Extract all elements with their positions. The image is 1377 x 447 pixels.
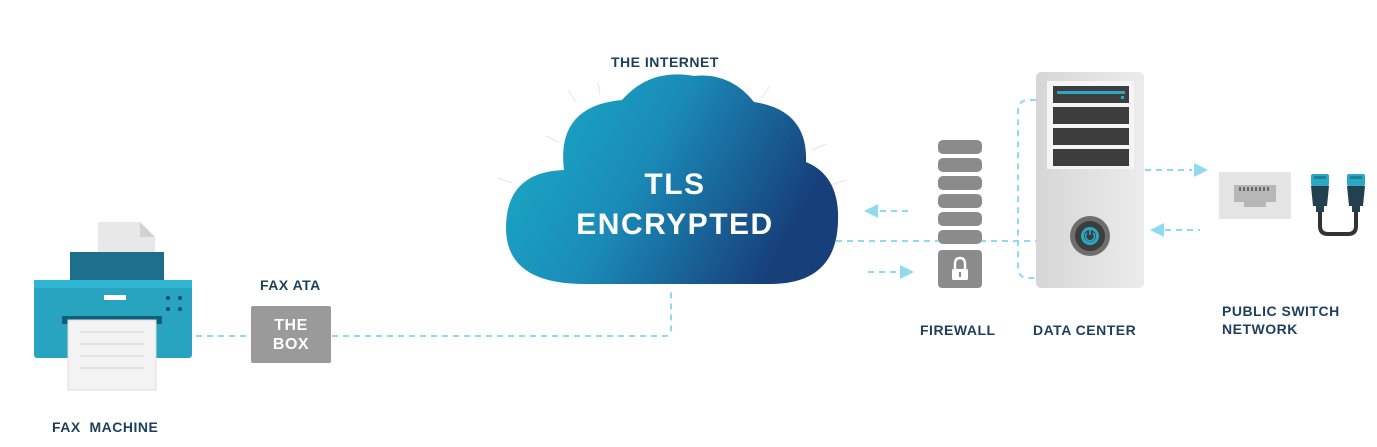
ata-box-line-2: BOX — [272, 336, 310, 353]
data-center-label: DATA CENTER — [1033, 322, 1137, 338]
power-button-icon — [1070, 216, 1110, 256]
pstn-label-line-1: PUBLIC SWITCH — [1222, 303, 1340, 319]
internet-label: THE INTERNET — [611, 54, 719, 70]
ata-box-line-1: THE — [274, 317, 308, 334]
firewall-label: FIREWALL — [920, 322, 996, 338]
ata-box-icon — [251, 306, 331, 363]
arrow-right-icon — [900, 265, 914, 279]
ethernet-cable-icon — [1311, 174, 1365, 236]
fax-ata-label: FAX ATA — [260, 277, 321, 293]
pstn-label: PUBLIC SWITCH NETWORK — [1222, 302, 1340, 338]
fax-machine-icon — [34, 222, 192, 391]
server-tower-icon — [1036, 72, 1144, 288]
connection-lines — [196, 99, 1200, 337]
lock-icon — [952, 256, 968, 280]
arrow-left-icon — [1150, 223, 1164, 237]
link-server-bracket — [1017, 99, 1036, 279]
fax-machine-label: FAX MACHINE — [52, 419, 159, 435]
cloud-rays — [497, 81, 847, 186]
arrow-left-icon — [864, 204, 878, 218]
cloud-line-2: ENCRYPTED — [576, 208, 774, 241]
firewall-icon — [938, 140, 982, 288]
ethernet-port-icon — [1219, 172, 1291, 219]
cloud-caption: TLS ENCRYPTED — [505, 165, 845, 245]
arrow-right-icon — [1194, 163, 1208, 177]
arrowheads — [864, 163, 1208, 279]
cloud-icon — [506, 74, 839, 285]
pstn-label-line-2: NETWORK — [1222, 321, 1298, 337]
link-ata-to-cloud — [332, 288, 672, 337]
ata-box-caption: THE BOX — [251, 316, 331, 354]
cloud-line-1: TLS — [644, 168, 706, 201]
